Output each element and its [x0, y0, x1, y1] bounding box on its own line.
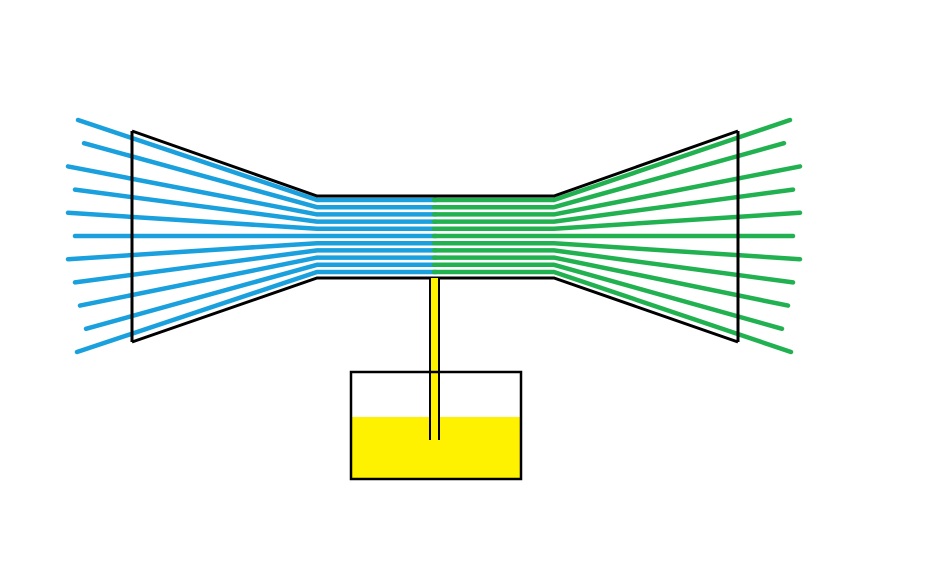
reservoir	[349, 370, 523, 481]
inlet-flow-line	[74, 269, 439, 355]
outlet-flow-line	[431, 269, 794, 355]
outlet-flow-line	[431, 210, 803, 232]
inlet-flow-line	[72, 187, 439, 224]
inlet-flow-line	[83, 262, 439, 332]
inlet-flow-line	[65, 164, 439, 217]
suction-tube-liquid	[431, 278, 439, 438]
outlet-flow-line	[431, 248, 796, 285]
inlet-flow-line	[75, 117, 439, 203]
inlet-flow-lines	[65, 117, 439, 355]
inlet-cone-top-wall	[131, 129, 739, 198]
outlet-flow-line	[431, 187, 796, 224]
inlet-flow-line	[65, 240, 439, 262]
outlet-flow-line	[431, 255, 791, 308]
inlet-flow-line	[65, 210, 439, 232]
inlet-flow-line	[72, 248, 439, 285]
outlet-flow-line	[431, 117, 793, 203]
outlet-flow-line	[431, 262, 785, 332]
outlet-flow-line	[431, 164, 803, 217]
outlet-flow-lines	[431, 117, 803, 355]
inlet-flow-line	[77, 255, 439, 308]
inlet-flow-line	[81, 140, 439, 210]
outlet-flow-line	[431, 240, 803, 262]
outlet-flow-line	[431, 140, 787, 210]
